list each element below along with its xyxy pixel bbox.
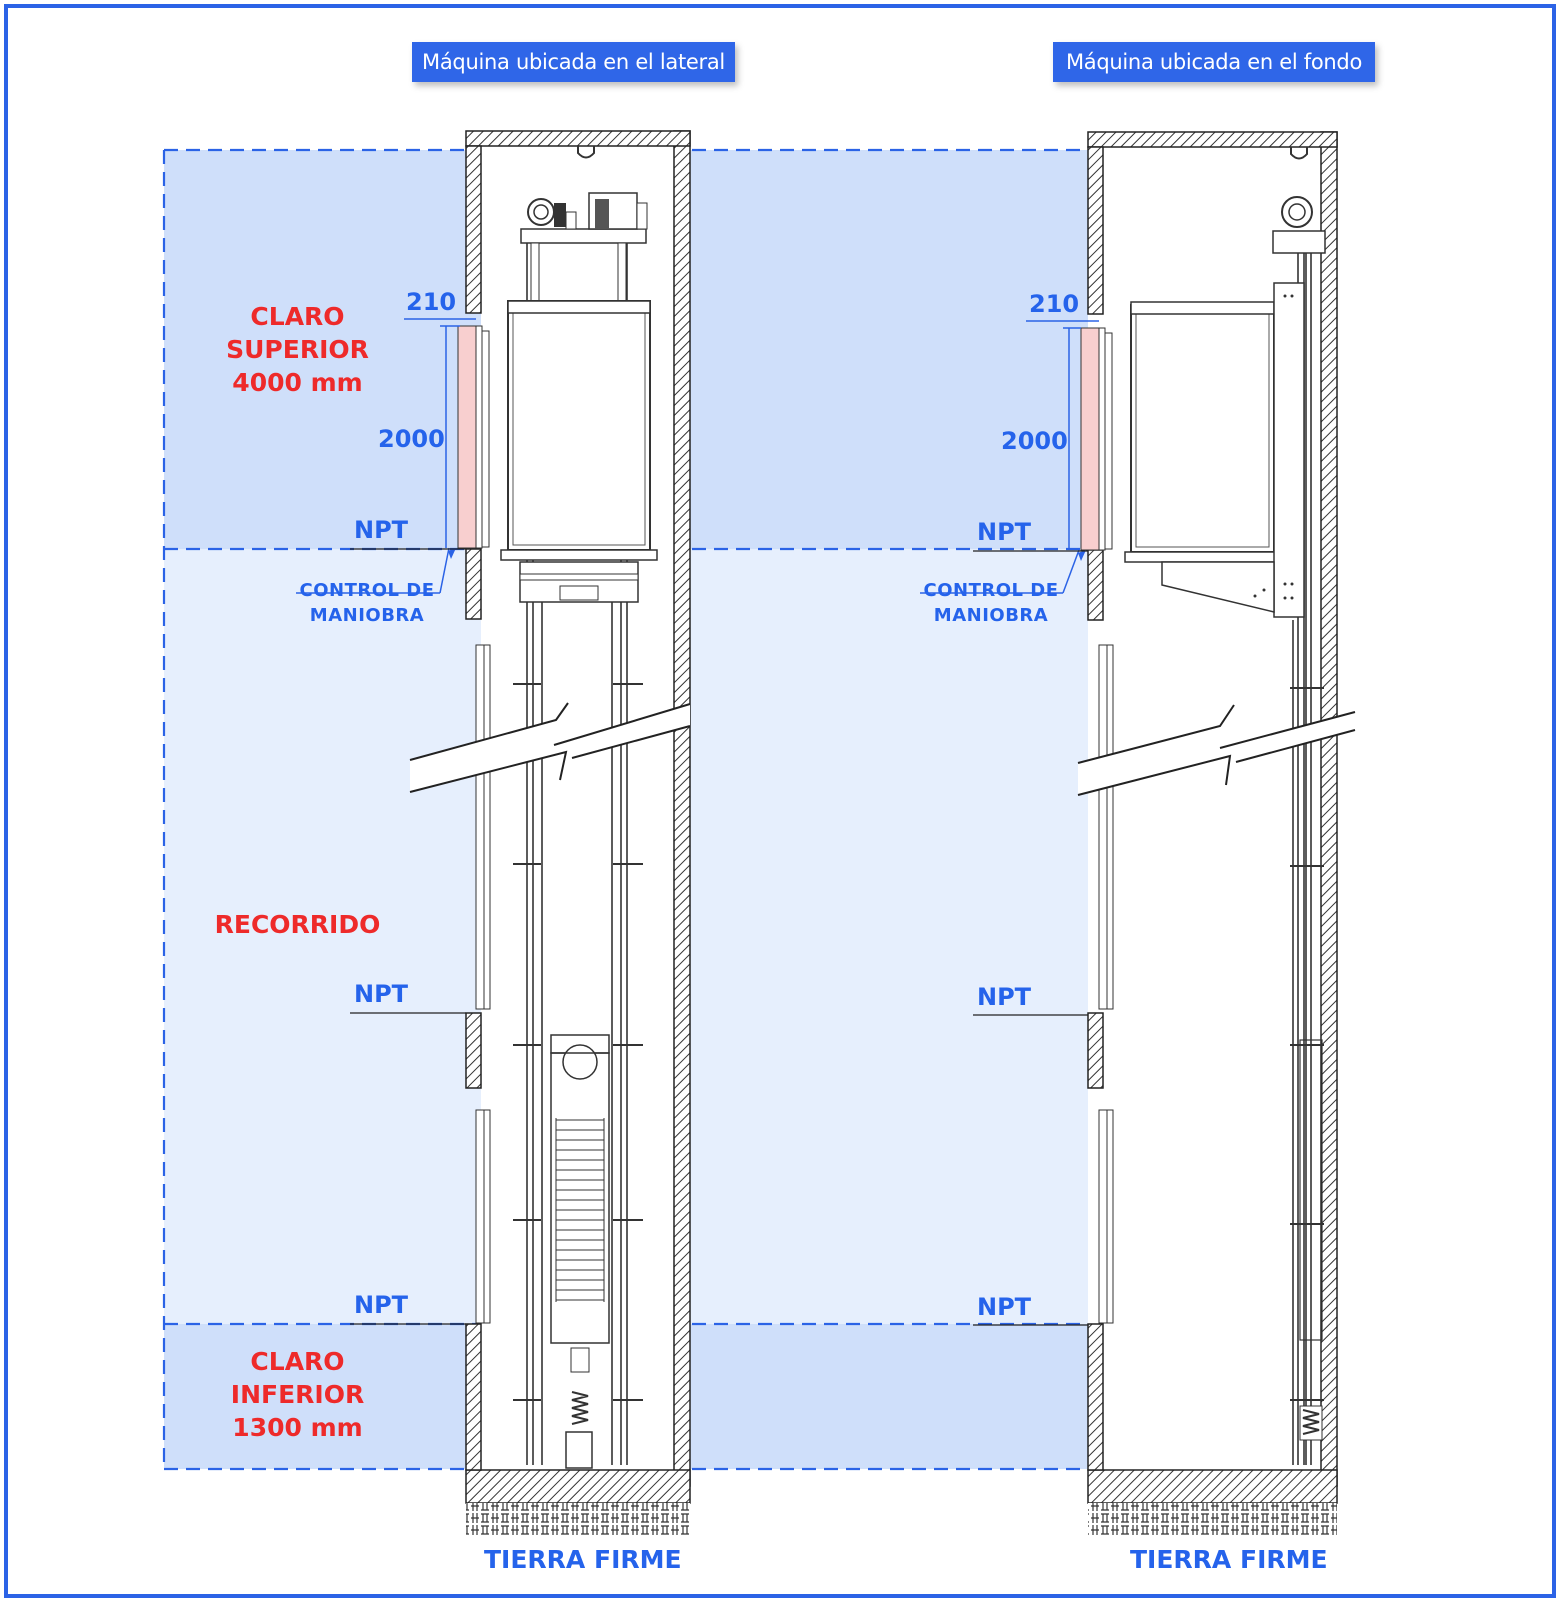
pit-label: CLARO INFERIOR 1300 mm bbox=[210, 1345, 385, 1444]
dim-2000-right: 2000 bbox=[1001, 427, 1068, 455]
pit-line3: 1300 mm bbox=[232, 1413, 363, 1442]
shaft-right bbox=[1077, 131, 1356, 1536]
dim-2000-left: 2000 bbox=[378, 425, 445, 453]
top-clearance-line2: SUPERIOR bbox=[226, 335, 369, 364]
top-clearance-line3: 4000 mm bbox=[232, 368, 363, 397]
car-right bbox=[1130, 304, 1275, 553]
dim-210-right: 210 bbox=[1029, 290, 1080, 318]
npt-right-3: NPT bbox=[977, 1293, 1032, 1321]
car-left bbox=[507, 300, 651, 551]
npt-left-1: NPT bbox=[354, 516, 409, 544]
landing-door-top-right bbox=[1080, 327, 1100, 551]
pit-line2: INFERIOR bbox=[230, 1380, 365, 1409]
npt-left-3: NPT bbox=[354, 1291, 409, 1319]
dimension-lines bbox=[296, 318, 1099, 594]
ground-label-right: TIERRA FIRME bbox=[1130, 1545, 1328, 1574]
dim-210-left: 210 bbox=[406, 288, 457, 316]
arrow-heads bbox=[448, 548, 1086, 561]
ground-label-left: TIERRA FIRME bbox=[484, 1545, 682, 1574]
control-left-line2: MANIOBRA bbox=[309, 605, 425, 626]
top-clearance-line1: CLARO bbox=[250, 302, 345, 331]
title-right: Máquina ubicada en el fondo bbox=[1053, 42, 1375, 82]
break-line-right bbox=[1077, 704, 1356, 796]
control-right-line1: CONTROL DE bbox=[923, 580, 1059, 601]
control-left-line1: CONTROL DE bbox=[299, 580, 435, 601]
travel-label: RECORRIDO bbox=[214, 910, 381, 939]
title-left: Máquina ubicada en el lateral bbox=[412, 42, 735, 82]
npt-right-1: NPT bbox=[977, 518, 1032, 546]
page-border bbox=[4, 4, 1556, 1598]
control-label-left: CONTROL DE MANIOBRA bbox=[292, 578, 442, 628]
control-label-right: CONTROL DE MANIOBRA bbox=[916, 578, 1066, 628]
landing-door-top bbox=[457, 325, 477, 549]
break-line-left bbox=[409, 702, 691, 793]
npt-lines bbox=[350, 548, 1088, 1326]
npt-right-2: NPT bbox=[977, 983, 1032, 1011]
shaft-left bbox=[409, 130, 691, 1536]
pit-line1: CLARO bbox=[250, 1347, 345, 1376]
npt-left-2: NPT bbox=[354, 980, 409, 1008]
control-right-line2: MANIOBRA bbox=[933, 605, 1049, 626]
top-clearance-label: CLARO SUPERIOR 4000 mm bbox=[210, 300, 385, 399]
